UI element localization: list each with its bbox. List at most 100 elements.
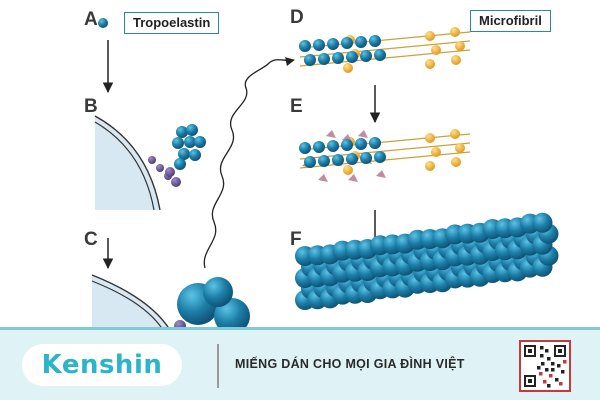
tropoelastin-bead [174,158,186,170]
qr-module [539,372,543,376]
fibrillin-bead [343,165,353,175]
tropoelastin-label: Tropoelastin [124,12,220,35]
crosslink-enzyme [326,130,336,138]
tropoelastin-bead [355,36,367,48]
qr-module [540,354,544,358]
tropoelastin-bead [194,136,206,148]
fibrillin-bead [425,59,435,69]
tropoelastin-bead [346,153,358,165]
qr-module [545,368,549,372]
qr-module [558,349,562,353]
arrow-c-to-d [203,57,295,269]
microfibril-strand [299,133,471,151]
panel-label-d: D [290,7,304,28]
fibrillin-bead [425,31,435,41]
mature-elastic-fiber-f [295,212,559,310]
crosslink-enzyme [376,170,386,178]
tropoelastin-bead [299,142,311,154]
tropoelastin-beads-d [299,35,386,66]
qr-module [551,362,555,366]
qr-module [540,346,544,350]
qr-module [547,384,551,388]
tropoelastin-bead [369,35,381,47]
tropoelastin-bead [189,149,201,161]
qr-module [541,362,545,366]
tropoelastin-monomer [98,18,108,28]
tropoelastin-bead [327,140,339,152]
qr-module [537,366,541,370]
tropoelastin-bead [313,39,325,51]
crosslink-enzyme [348,174,358,182]
tropoelastin-bead [318,155,330,167]
tropoelastin-bead [360,50,372,62]
crosslink-enzyme [318,174,328,182]
tropoelastin-bead [304,156,316,168]
crosslink-enzyme [358,130,368,138]
brand-slogan: MIẾNG DÁN CHO MỌI GIA ĐÌNH VIỆT [235,357,465,371]
tropoelastin-bead [374,49,386,61]
tropoelastin-bead [332,52,344,64]
qr-module [543,380,547,384]
tropoelastin-bead [332,154,344,166]
tropoelastin-beads-e [299,137,386,168]
tropoelastin-bead [374,151,386,163]
fibrillin-bead [343,63,353,73]
fibrillin-bead [431,147,441,157]
binding-protein-bead [156,164,164,172]
fibrillin-bead [450,27,460,37]
qr-module [557,364,561,368]
cell-surface-b [94,115,161,211]
tropoelastin-bead [341,139,353,151]
fibrillin-bead [451,55,461,65]
brand-logo[interactable]: Kenshin [22,344,182,386]
panel-label-a: A [84,9,98,30]
tropoelastin-bead [299,40,311,52]
binding-protein-bead [165,167,175,177]
fibrillin-bead [425,133,435,143]
tropoelastin-bead [318,53,330,65]
qr-module [561,370,565,374]
qr-module [555,378,559,382]
panel-label-f: F [290,229,302,250]
cell-chain-b [148,156,181,187]
panel-label-c: C [84,229,98,250]
elastin-bead [532,212,553,233]
microfibril-strand [299,40,471,58]
diagram-canvas [91,18,559,330]
tropoelastin-bead [313,141,325,153]
cell-surface-c [91,274,171,330]
fibrillin-bead [431,45,441,55]
panel-label-e: E [290,96,303,117]
tropoelastin-aggregate-c [174,277,250,330]
tropoelastin-bead [186,124,198,136]
microfibril-strand [299,31,471,49]
fibrillin-bead [450,129,460,139]
tropoelastin-bead [346,51,358,63]
fibrillin-bead [455,143,465,153]
tropoelastin-bead [369,137,381,149]
qr-module [547,357,551,361]
qr-code-icon[interactable] [519,340,571,392]
binding-protein-bead [171,177,181,187]
qr-module [559,382,563,386]
fibrillin-bead [451,157,461,167]
qr-pattern [524,345,567,388]
fibrillin-bead [455,41,465,51]
qr-module [563,360,567,364]
panel-label-b: B [84,96,98,117]
qr-module [551,368,555,372]
tropoelastin-bead [304,54,316,66]
tropoelastin-bead [355,138,367,150]
microfibril-strand [299,142,471,160]
qr-module [528,349,532,353]
tropoelastin-bead [327,38,339,50]
tropoelastin-bead [184,136,196,148]
tropoelastin-cluster-b [172,124,206,170]
tropoelastin-bead [172,137,184,149]
brand-footer-banner: Kenshin MIẾNG DÁN CHO MỌI GIA ĐÌNH VIỆT [0,327,600,400]
qr-module [545,349,549,353]
tropoelastin-bead [341,37,353,49]
microfibril-label: Microfibril [470,10,551,33]
tropoelastin-bead [360,152,372,164]
